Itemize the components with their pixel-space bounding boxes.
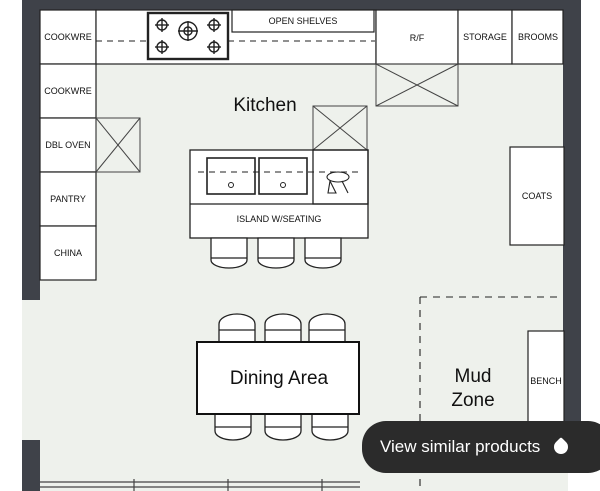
appliance-clearance-boxes	[95, 63, 459, 173]
label-open-shelves: OPEN SHELVES	[269, 16, 338, 26]
label-bench: BENCH	[530, 376, 562, 386]
label-rf: R/F	[410, 33, 425, 43]
cabinet-storage	[457, 9, 513, 65]
dishwasher-icon	[326, 171, 350, 194]
kitchen-island	[189, 149, 369, 239]
top-cabinet-row	[39, 9, 564, 65]
label-cookwre-top: COOKWRE	[44, 32, 92, 42]
label-cookwre-left: COOKWRE	[44, 86, 92, 96]
label-china: CHINA	[54, 248, 82, 258]
view-similar-products-button[interactable]: View similar products	[362, 421, 600, 473]
left-cabinet-column	[39, 63, 97, 281]
dining-chairs-top	[218, 313, 346, 343]
bench	[527, 330, 565, 432]
label-dbl-oven: DBL OVEN	[45, 140, 90, 150]
sink-right	[258, 157, 308, 195]
label-brooms: BROOMS	[518, 32, 558, 42]
cabinet-brooms	[511, 9, 564, 65]
label-island: ISLAND W/SEATING	[237, 214, 322, 224]
bottom-window-strip	[40, 479, 360, 491]
room-label-kitchen: Kitchen	[233, 95, 296, 116]
view-similar-label: View similar products	[380, 437, 541, 456]
room-label-dining: Dining Area	[230, 368, 329, 389]
label-pantry: PANTRY	[50, 194, 86, 204]
room-label-zone: Zone	[451, 390, 494, 411]
sink-left	[206, 157, 256, 195]
label-coats: COATS	[522, 191, 552, 201]
tag-icon	[551, 437, 572, 457]
cabinet-pantry	[39, 171, 97, 227]
cabinet-cookwre-left	[39, 63, 97, 119]
open-shelves-box	[231, 9, 375, 33]
dining-chairs-bottom	[214, 413, 349, 441]
walls	[22, 0, 581, 491]
cooktop	[146, 11, 230, 61]
dining-table	[196, 341, 360, 415]
island-stools	[210, 237, 342, 269]
room-label-mud: Mud	[455, 366, 492, 387]
label-storage: STORAGE	[463, 32, 507, 42]
coats-cabinet	[509, 146, 565, 246]
cabinet-china	[39, 225, 97, 281]
